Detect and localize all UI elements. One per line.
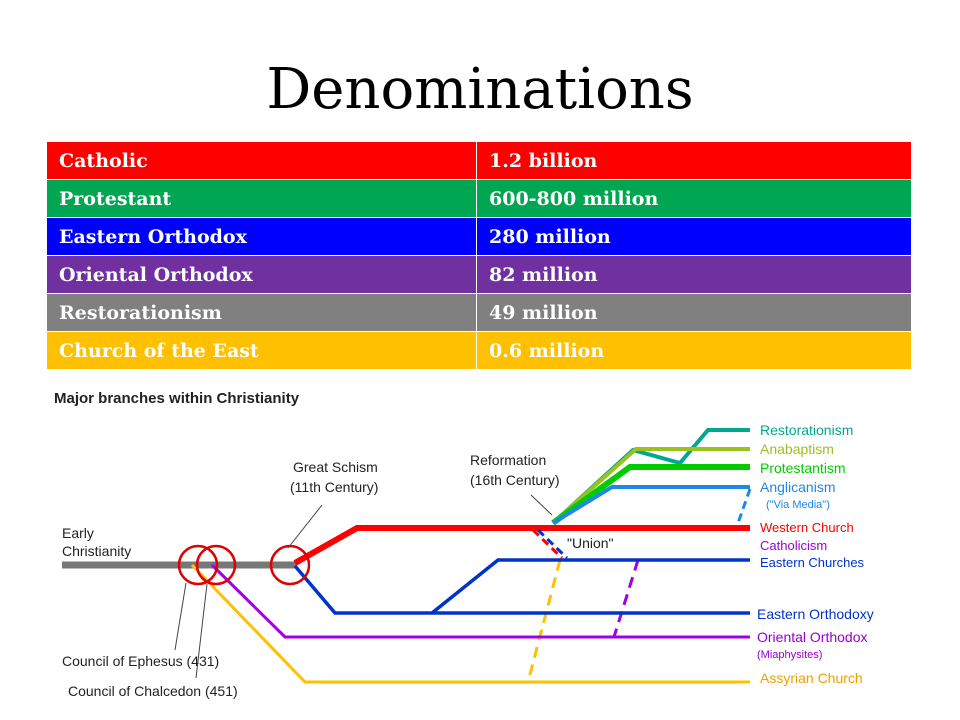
- eastern-orthodoxy-line: [293, 564, 750, 615]
- reform-label-1: Reformation: [470, 452, 546, 468]
- denomination-name: Oriental Orthodox: [46, 255, 477, 294]
- assyrian-union-dash: [526, 559, 562, 683]
- anglicanism-line: [551, 485, 750, 525]
- early-label-1: Early: [62, 525, 94, 541]
- branch-label-miaphysites: (Miaphysites): [757, 649, 822, 661]
- ephesus-leader: [174, 582, 187, 651]
- branch-label-anabaptism: Anabaptism: [760, 441, 834, 457]
- oriental-orthodox-line: [210, 563, 750, 639]
- denomination-count: 280 million: [476, 217, 912, 256]
- reform-label-2: (16th Century): [470, 472, 559, 488]
- branch-label-protestantism: Protestantism: [760, 460, 846, 476]
- branch-label-eastern-orthodoxy: Eastern Orthodoxy: [757, 606, 874, 622]
- assyrian-line: [190, 563, 750, 684]
- denomination-name: Eastern Orthodox: [46, 217, 477, 256]
- denomination-name: Church of the East: [46, 331, 477, 370]
- branches-diagram: Major branches within Christianity: [54, 390, 874, 699]
- chalcedon-label: Council of Chalcedon (451): [68, 683, 238, 699]
- ephesus-label: Council of Ephesus (431): [62, 653, 219, 669]
- branch-label-catholicism: Catholicism: [760, 538, 827, 553]
- diagram-heading: Major branches within Christianity: [54, 390, 300, 407]
- slide-title: Denominations: [266, 57, 694, 122]
- branch-label-eastern-churches: Eastern Churches: [760, 555, 865, 570]
- union-dash-blue: [536, 528, 569, 560]
- denomination-count: 0.6 million: [476, 331, 912, 370]
- anabaptism-line: [551, 447, 750, 525]
- branch-label-restorationism: Restorationism: [760, 422, 853, 438]
- ephesus-circle: [177, 544, 219, 586]
- denomination-count: 600-800 million: [476, 179, 912, 218]
- oriental-union-dash: [612, 559, 640, 638]
- eastern-churches-line: [430, 558, 750, 615]
- protestantism-line: [551, 464, 750, 526]
- reform-leader: [530, 494, 553, 516]
- schism-label-2: (11th Century): [290, 479, 378, 495]
- chalcedon-circle: [195, 544, 237, 586]
- branch-label-oriental-orthodox: Oriental Orthodox: [757, 629, 868, 645]
- denomination-count: 49 million: [476, 293, 912, 332]
- denomination-name: Protestant: [46, 179, 477, 218]
- denomination-name: Catholic: [46, 141, 477, 180]
- schism-leader: [287, 504, 323, 549]
- schism-label-1: Great Schism: [293, 459, 378, 475]
- branch-label-via-media: ("Via Media"): [766, 499, 830, 511]
- early-label-2: Christianity: [62, 543, 131, 559]
- chalcedon-leader: [195, 583, 208, 679]
- branch-label-western: Western Church: [760, 520, 854, 535]
- denomination-count: 82 million: [476, 255, 912, 294]
- via-media-dash: [735, 488, 752, 527]
- branch-label-anglicanism: Anglicanism: [760, 479, 835, 495]
- union-dash-red: [531, 528, 564, 560]
- restorationism-line: [551, 428, 750, 525]
- denomination-name: Restorationism: [46, 293, 477, 332]
- denomination-count: 1.2 billion: [476, 141, 912, 180]
- branch-label-assyrian: Assyrian Church: [760, 670, 863, 686]
- western-church-line: [293, 525, 750, 566]
- union-label: "Union": [567, 535, 614, 551]
